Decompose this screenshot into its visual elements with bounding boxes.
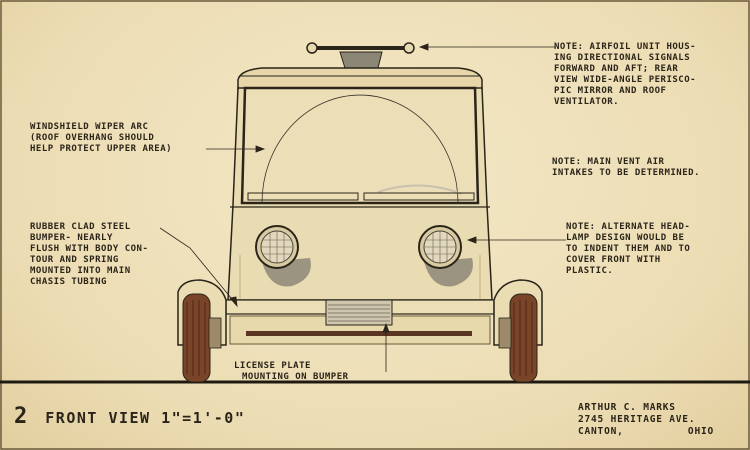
wiper-right — [363, 192, 475, 201]
leader-lines — [159, 43, 566, 372]
wiper-left — [247, 192, 359, 201]
note-wiper: WINDSHIELD WIPER ARC (ROOF OVERHANG SHOU… — [30, 122, 173, 154]
author-name: ARTHUR C. MARKS — [578, 402, 676, 413]
headlamp-left — [255, 225, 311, 287]
wheel-left — [177, 279, 227, 383]
wheel-right — [493, 279, 543, 383]
leader-bumper — [159, 227, 237, 305]
note-bumper: RUBBER CLAD STEEL BUMPER- NEARLY FLUSH W… — [30, 222, 149, 287]
author-state: OHIO — [687, 426, 714, 437]
airfoil-unit — [306, 42, 415, 69]
drawing-title-text: FRONT VIEW 1"=1'-0" — [45, 409, 246, 427]
author-street: 2745 HERITAGE AVE. — [578, 414, 696, 425]
bumper — [225, 299, 495, 345]
author-block: ARTHUR C. MARKS 2745 HERITAGE AVE. CANTO… — [578, 402, 714, 438]
note-airfoil: NOTE: AIRFOIL UNIT HOUS- ING DIRECTIONAL… — [554, 42, 697, 107]
rubber-strip — [246, 331, 472, 336]
wiper-arc — [261, 94, 459, 204]
note-license: LICENSE PLATE MOUNTING ON BUMPER — [234, 361, 349, 382]
drawing-number: 2 — [14, 404, 29, 429]
drawing-title: 2 FRONT VIEW 1"=1'-0" — [14, 404, 245, 429]
roof — [237, 67, 483, 91]
note-vent: NOTE: MAIN VENT AIR INTAKES TO BE DETERM… — [552, 157, 700, 178]
note-headlamp: NOTE: ALTERNATE HEAD- LAMP DESIGN WOULD … — [566, 222, 691, 276]
author-city: CANTON, — [578, 426, 624, 437]
headlamp-right — [418, 225, 473, 287]
